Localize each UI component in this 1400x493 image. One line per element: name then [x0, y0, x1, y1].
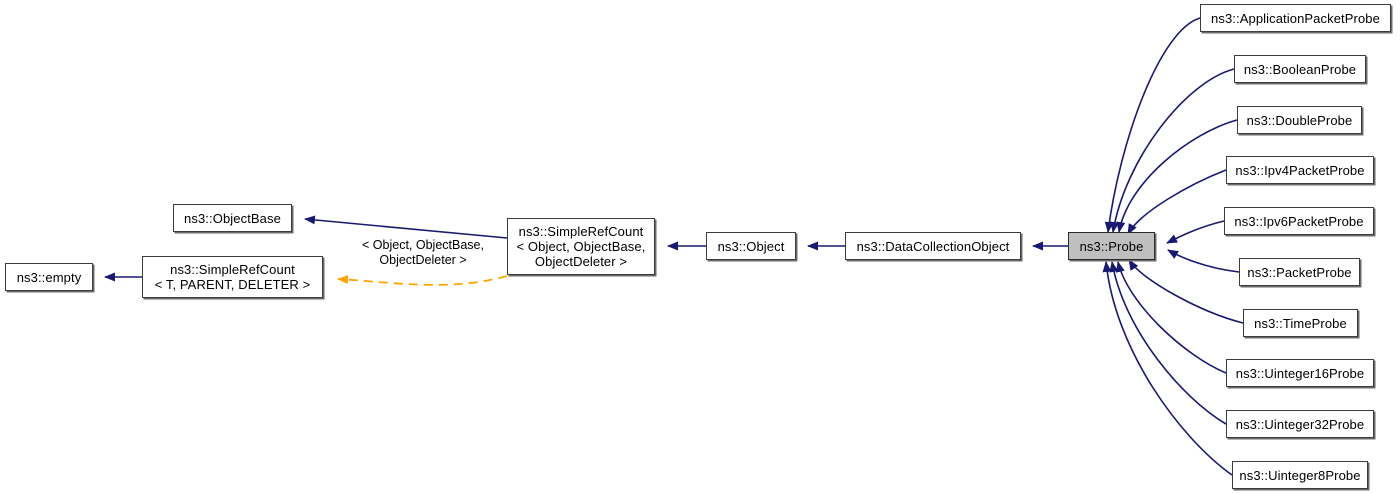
node-ns3-simplerefcount-generic[interactable]: ns3::SimpleRefCount < T, PARENT, DELETER… [142, 256, 323, 298]
edge-template-binding-simplerefcount [337, 275, 508, 286]
edge-ipv4packetprobe-to-probe [1127, 169, 1227, 235]
edge-ipv6packetprobe-to-probe [1166, 220, 1225, 244]
edge-label-line: ObjectDeleter > [379, 253, 467, 267]
node-label-line: ns3::Probe [1079, 238, 1144, 254]
node-ns3-ipv6packetprobe[interactable]: ns3::Ipv6PacketProbe [1224, 207, 1374, 235]
node-label-line: ns3::PacketProbe [1247, 264, 1352, 280]
node-ns3-objectbase[interactable]: ns3::ObjectBase [173, 204, 292, 232]
node-label-line: ns3::Ipv6PacketProbe [1234, 213, 1364, 229]
edge-doubleprobe-to-probe [1116, 119, 1238, 233]
node-ns3-booleanprobe[interactable]: ns3::BooleanProbe [1234, 55, 1366, 83]
node-ns3-simplerefcount-object[interactable]: ns3::SimpleRefCount < Object, ObjectBase… [507, 218, 655, 275]
edge-applicationpacketprobe-to-probe [1104, 17, 1201, 233]
node-ns3-empty[interactable]: ns3::empty [5, 263, 93, 291]
node-label-line: < Object, ObjectBase, [516, 239, 646, 254]
node-label-line: ns3::Uinteger8Probe [1239, 467, 1361, 483]
edge-uinteger32probe-to-probe [1109, 261, 1227, 425]
edge-label-line: < Object, ObjectBase, [362, 238, 484, 252]
node-ns3-datacollectionobject[interactable]: ns3::DataCollectionObject [845, 232, 1021, 260]
node-label-line: ns3::empty [16, 269, 82, 285]
edge-timeprobe-to-probe [1128, 259, 1244, 324]
node-ns3-object[interactable]: ns3::Object [706, 232, 796, 260]
node-label-line: ns3::DataCollectionObject [856, 238, 1010, 254]
edge-simplerefcount-object-to-objectbase [304, 215, 508, 239]
node-label-line: ns3::SimpleRefCount [518, 224, 644, 239]
node-ns3-uinteger32probe[interactable]: ns3::Uinteger32Probe [1226, 410, 1374, 438]
node-ns3-ipv4packetprobe[interactable]: ns3::Ipv4PacketProbe [1226, 156, 1374, 184]
node-label-line: ns3::BooleanProbe [1243, 61, 1357, 77]
node-ns3-probe[interactable]: ns3::Probe [1068, 232, 1155, 260]
node-label-line: ns3::SimpleRefCount [170, 262, 295, 277]
node-label-line: ns3::Uinteger32Probe [1235, 416, 1365, 432]
node-label-line: < T, PARENT, DELETER > [154, 277, 311, 292]
node-ns3-packetprobe[interactable]: ns3::PacketProbe [1239, 258, 1360, 286]
node-label-line: ObjectDeleter > [534, 254, 628, 269]
node-label-line: ns3::ObjectBase [184, 210, 281, 226]
node-label-line: ns3::TimeProbe [1254, 315, 1347, 331]
node-label-line: ns3::Ipv4PacketProbe [1235, 162, 1365, 178]
node-label-line: ns3::Object [717, 238, 785, 254]
node-ns3-uinteger8probe[interactable]: ns3::Uinteger8Probe [1232, 461, 1368, 489]
node-ns3-applicationpacketprobe[interactable]: ns3::ApplicationPacketProbe [1200, 4, 1391, 32]
node-label-line: ns3::ApplicationPacketProbe [1211, 10, 1380, 26]
edge-label-template-binding: < Object, ObjectBase, ObjectDeleter > [343, 238, 503, 268]
edge-uinteger8probe-to-probe [1102, 261, 1233, 476]
node-ns3-doubleprobe[interactable]: ns3::DoubleProbe [1237, 106, 1362, 134]
node-label-line: ns3::DoubleProbe [1246, 112, 1353, 128]
node-ns3-timeprobe[interactable]: ns3::TimeProbe [1243, 309, 1358, 337]
edge-uinteger16probe-to-probe [1115, 261, 1227, 374]
edge-packetprobe-to-probe [1167, 249, 1240, 273]
node-label-line: ns3::Uinteger16Probe [1235, 365, 1365, 381]
edge-booleanprobe-to-probe [1110, 68, 1235, 233]
node-ns3-uinteger16probe[interactable]: ns3::Uinteger16Probe [1226, 359, 1374, 387]
